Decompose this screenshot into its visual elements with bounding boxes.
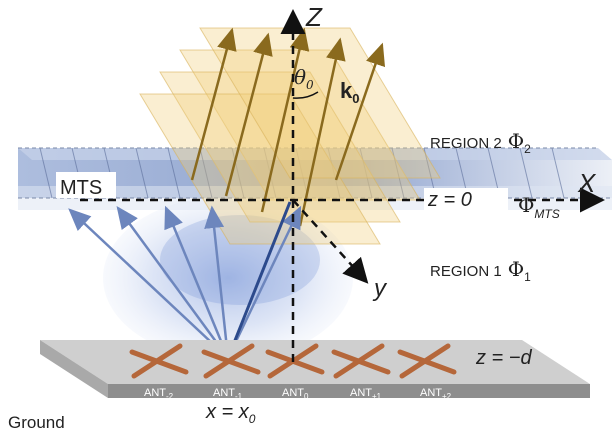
z0-label-bg: [424, 188, 508, 210]
z0-label: z = 0: [427, 189, 472, 211]
k-rays: [190, 27, 386, 227]
antenna-label: ANT-1: [213, 387, 243, 401]
y-axis: [292, 199, 369, 284]
antenna-labels: ANT-2 ANT-1 ANT0 ANT+1 ANT+2: [144, 387, 452, 401]
zd-label: z = −d: [475, 347, 532, 369]
mts-label: MTS: [60, 177, 102, 199]
theta-arc: [292, 91, 319, 99]
radiation-lobe-outer: [103, 196, 353, 360]
z-axis-label: Z: [305, 2, 323, 32]
x-axis-label: X: [577, 168, 597, 198]
dipoles: [129, 343, 457, 379]
k-label: k0: [340, 78, 359, 106]
ground-label: Ground: [8, 413, 65, 432]
x0-label: x = x0: [205, 401, 256, 426]
main-beam: [226, 201, 292, 359]
beam-rays: [68, 205, 302, 359]
y-axis-label: y: [372, 275, 388, 302]
antenna-label: ANT0: [282, 387, 309, 401]
antenna-label: ANT+2: [420, 387, 452, 401]
radiation-lobe-inner: [160, 215, 320, 305]
antenna-label: ANT-2: [144, 387, 174, 401]
theta-label: θ0: [294, 65, 314, 92]
antenna-label: ANT+1: [350, 387, 382, 401]
wavefronts: [139, 27, 441, 245]
mts-label-bg: [56, 172, 116, 198]
phi-mts-label: ΦMTS: [518, 193, 560, 221]
